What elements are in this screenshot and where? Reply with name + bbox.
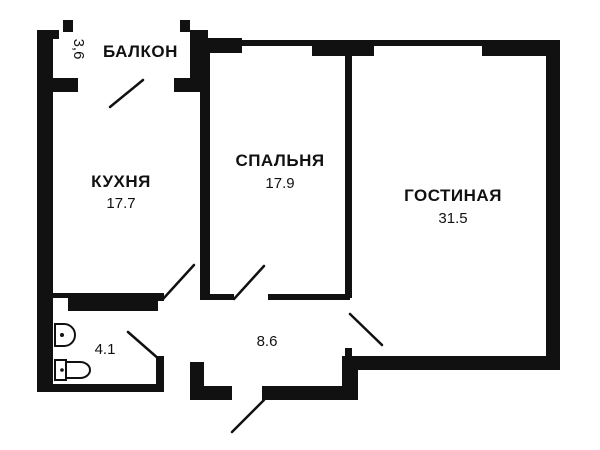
- living-name: ГОСТИНАЯ: [404, 186, 502, 205]
- balcony-area: 3,6: [70, 39, 87, 60]
- wall-top-block-1: [312, 40, 374, 56]
- wall-kitchen-bottom-stub: [156, 293, 164, 301]
- wall-top-thin: [208, 40, 546, 46]
- wall-bedroom-bottom-right: [268, 294, 350, 300]
- bedroom-area: 17.9: [265, 175, 294, 192]
- wall-outer-right: [546, 40, 560, 370]
- wall-kitchen-bottom-block: [68, 293, 158, 311]
- wall-kitchen-top-left: [53, 78, 78, 92]
- wall-bathroom-right: [156, 356, 164, 392]
- wall-balcony-notch-right: [180, 20, 190, 32]
- doors: [108, 78, 384, 434]
- wall-bedroom-bottom-left: [200, 294, 234, 300]
- bathroom-area: 4.1: [95, 341, 116, 358]
- wall-hall-bottom-right: [262, 386, 358, 400]
- wall-balcony-top-left: [37, 30, 59, 39]
- kitchen-area: 17.7: [106, 195, 135, 212]
- sink-icon: [54, 323, 76, 347]
- wall-bathroom-bottom: [37, 384, 164, 392]
- kitchen-name: КУХНЯ: [91, 172, 151, 191]
- room-labels: БАЛКОН 3,6 КУХНЯ 17.7 СПАЛЬНЯ 17.9 ГОСТИ…: [70, 39, 502, 358]
- wall-living-bottom: [352, 356, 560, 370]
- wall-bedroom-living: [345, 52, 352, 298]
- door-kitchen: [161, 263, 196, 301]
- toilet-icon: [54, 359, 91, 381]
- balcony-name: БАЛКОН: [103, 42, 178, 61]
- hall-area: 8.6: [257, 333, 278, 350]
- door-entrance: [230, 398, 266, 434]
- door-living: [348, 312, 384, 347]
- living-area: 31.5: [438, 210, 467, 227]
- bedroom-name: СПАЛЬНЯ: [235, 151, 324, 170]
- wall-living-bottom-stub: [345, 348, 352, 358]
- wall-kitchen-top-right: [174, 78, 208, 92]
- wall-hall-bottom-post: [190, 362, 204, 392]
- door-bathroom: [126, 330, 162, 362]
- wall-kitchen-bedroom: [200, 52, 210, 298]
- wall-top-block-2: [482, 40, 546, 56]
- door-bedroom: [232, 264, 266, 301]
- door-balcony: [108, 78, 145, 109]
- wall-balcony-notch-left: [63, 20, 73, 32]
- wall-balcony-left: [37, 30, 53, 88]
- wall-outer-left: [37, 86, 53, 392]
- walls: [37, 20, 560, 400]
